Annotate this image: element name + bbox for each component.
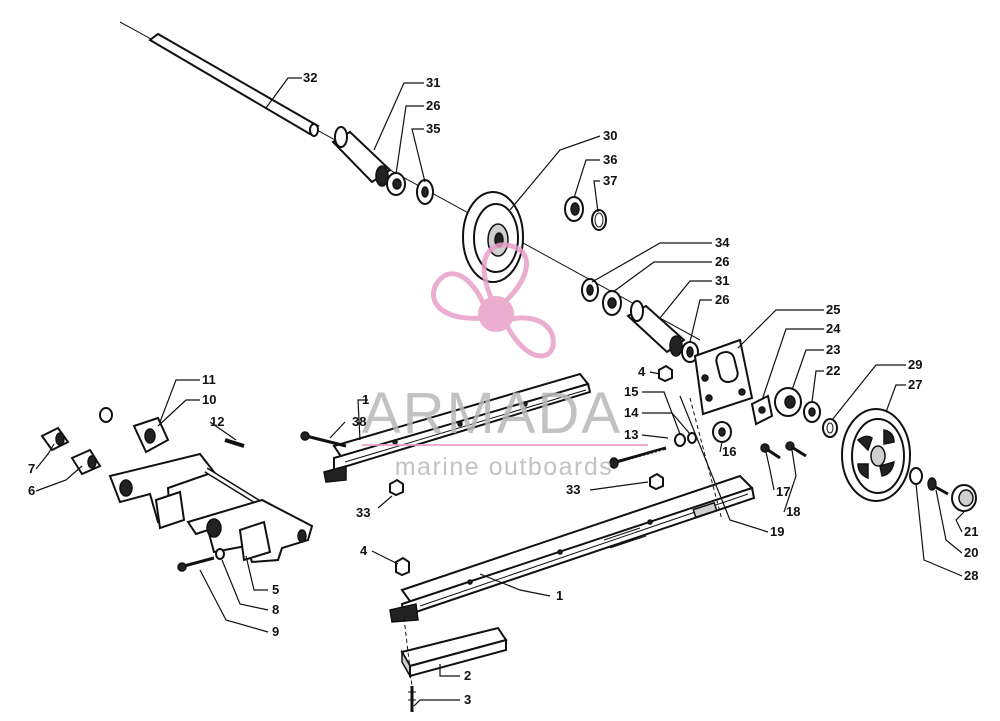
propeller-icon: [431, 242, 556, 359]
part-33-nut-middle: [649, 472, 664, 491]
callout-3: 3: [464, 692, 471, 707]
callout-4-upper: 4: [638, 364, 646, 379]
part-16-spacer: [712, 421, 732, 443]
front-arm-assembly: [40, 407, 314, 572]
callout-5: 5: [272, 582, 279, 597]
callout-35: 35: [426, 121, 440, 136]
part-18-bolt: [785, 441, 807, 458]
callout-22: 22: [826, 363, 840, 378]
part-10-pivot-block: [132, 416, 170, 454]
part-1-slide-rail-lower: [389, 474, 756, 623]
part-29-ring: [822, 418, 838, 438]
part-28-washer: [909, 467, 923, 485]
part-11-washer: [99, 407, 113, 423]
callout-6: 6: [28, 483, 35, 498]
part-25-adjuster-plate: [693, 338, 754, 416]
part-26-bushing-upper: [386, 172, 406, 196]
part-34-bearing: [581, 278, 599, 302]
part-7-bushing: [40, 426, 70, 452]
part-31-spacer-upper: [331, 126, 392, 187]
part-13-long-bolt: [609, 446, 667, 469]
callout-28: 28: [964, 568, 978, 583]
callout-16: 16: [722, 444, 736, 459]
callout-31-upper: 31: [426, 75, 440, 90]
callout-30: 30: [603, 128, 617, 143]
callout-2: 2: [464, 668, 471, 683]
callout-26-upper: 26: [426, 98, 440, 113]
callout-15: 15: [624, 384, 638, 399]
callout-31-lower: 31: [715, 273, 729, 288]
callout-34: 34: [715, 235, 730, 250]
part-26-bushing-lower: [681, 341, 699, 363]
part-38-bolt: [300, 431, 347, 448]
callout-33-middle: 33: [566, 482, 580, 497]
part-8-washer: [215, 548, 225, 560]
right-wheel-assembly: [609, 338, 977, 512]
callout-32: 32: [303, 70, 317, 85]
callout-21: 21: [964, 524, 978, 539]
part-4-nut-upper: [658, 364, 673, 383]
part-32-shaft: [148, 32, 320, 137]
callout-1-lower: 1: [556, 588, 563, 603]
callout-9: 9: [272, 624, 279, 639]
part-23-bearing-housing: [774, 387, 802, 417]
part-3-screw: [408, 686, 416, 712]
callout-19: 19: [770, 524, 784, 539]
callout-8: 8: [272, 602, 279, 617]
part-26-bushing-mid: [602, 290, 622, 316]
part-4-nut-lower: [395, 556, 410, 577]
callout-27: 27: [908, 377, 922, 392]
callout-11: 11: [202, 372, 216, 387]
armada-watermark: ARMADA marine outboards: [362, 242, 648, 481]
callout-4-lower: 4: [360, 543, 368, 558]
callout-labels: 32 31 26 35 30 36 37 34 26 31 26 25 24 2…: [28, 70, 978, 707]
part-2-wear-strip: [400, 626, 508, 679]
part-9-bolt: [177, 556, 215, 572]
leader-lines: [35, 77, 965, 707]
part-33-nut-left: [389, 478, 404, 497]
callout-14: 14: [624, 405, 639, 420]
callout-20: 20: [964, 545, 978, 560]
rear-axle-assembly: [119, 21, 701, 363]
part-35-washer: [416, 179, 434, 205]
part-30-idler-wheel: [462, 191, 524, 283]
part-37-snap-ring: [591, 209, 607, 231]
callout-26-lower: 26: [715, 292, 729, 307]
part-20-bolt: [927, 477, 949, 496]
callout-7: 7: [28, 461, 35, 476]
part-22-washer: [803, 401, 821, 423]
callout-13: 13: [624, 427, 638, 442]
callout-37: 37: [603, 173, 617, 188]
part-31-spacer-lower: [626, 300, 686, 357]
part-27-wheel: [841, 408, 911, 502]
part-12-pin: [224, 438, 245, 448]
watermark-brand: ARMADA: [362, 381, 622, 446]
callout-24: 24: [826, 321, 841, 336]
callout-23: 23: [826, 342, 840, 357]
part-17-bolt: [760, 443, 781, 460]
callout-17: 17: [776, 484, 790, 499]
callout-33-left: 33: [356, 505, 370, 520]
callout-1-upper: 1: [362, 392, 369, 407]
part-1-slide-rail-upper: [323, 372, 592, 483]
callout-36: 36: [603, 152, 617, 167]
part-14-washer: [687, 432, 697, 444]
callout-38: 38: [352, 414, 366, 429]
callout-10: 10: [202, 392, 216, 407]
part-15-washer: [674, 433, 686, 447]
part-36-bearing: [564, 196, 584, 222]
callout-12: 12: [210, 414, 224, 429]
watermark-tagline: marine outboards: [395, 453, 614, 481]
callout-29: 29: [908, 357, 922, 372]
suspension-arm: [108, 452, 314, 564]
part-21-hub-cap: [951, 484, 977, 512]
callout-25: 25: [826, 302, 840, 317]
callout-18: 18: [786, 504, 800, 519]
part-24-bracket: [750, 394, 774, 426]
callout-26-mid: 26: [715, 254, 729, 269]
